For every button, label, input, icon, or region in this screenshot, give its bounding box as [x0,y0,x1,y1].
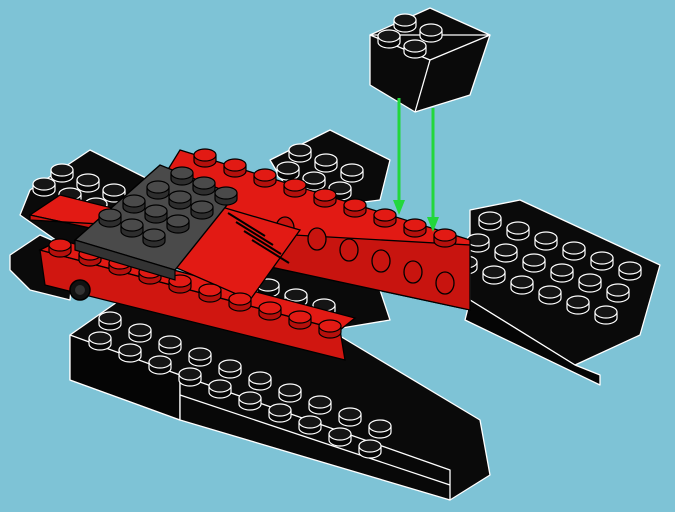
stud-top [199,284,221,296]
stud-top [123,195,145,207]
stud-top [579,274,601,286]
stud-top [103,184,125,196]
stud-top [33,178,55,190]
stud-top [289,144,311,156]
stud-top [119,344,141,356]
stud-top [339,408,361,420]
side-pin-icon [70,280,90,300]
stud-top [171,167,193,179]
new-black-slope-brick [370,8,490,112]
stud-top [99,209,121,221]
stud-top [309,396,331,408]
technic-hole [308,228,326,250]
stud-top [374,209,396,221]
stud-top [143,229,165,241]
stud-top [215,187,237,199]
stud-top [167,215,189,227]
stud-top [329,428,351,440]
stud-top [315,154,337,166]
stud-top [239,392,261,404]
stud-top [147,181,169,193]
green-arrow-left-icon [393,98,405,215]
stud-top [191,201,213,213]
stud-top [551,264,573,276]
stud-top [259,302,281,314]
stud-top [479,212,501,224]
technic-hole [436,272,454,294]
stud-top [254,169,276,181]
technic-hole [404,261,422,283]
stud-top [420,24,442,36]
stud-top [269,404,291,416]
stud-top [89,332,111,344]
technic-hole [340,239,358,261]
stud-top [249,372,271,384]
stud-top [289,311,311,323]
stud-top [129,324,151,336]
stud-top [591,252,613,264]
stud-top [341,164,363,176]
stud-top [285,289,307,301]
stud-top [179,368,201,380]
stud-top [511,276,533,288]
stud-top [535,232,557,244]
stud-top [359,440,381,452]
stud-top [434,229,456,241]
stud-top [595,306,617,318]
stud-top [279,384,301,396]
stud-top [319,320,341,332]
stud-top [563,242,585,254]
stud-top [404,219,426,231]
stud-top [277,162,299,174]
stud-top [344,199,366,211]
stud-top [219,360,241,372]
stud-top [121,219,143,231]
stud-top [483,266,505,278]
stud-top [189,348,211,360]
stud-top [149,356,171,368]
stud-top [404,40,426,52]
stud-top [194,149,216,161]
green-arrow-right-icon [427,108,439,232]
stud-top [169,191,191,203]
stud-top [539,286,561,298]
stud-top [299,416,321,428]
stud-top [507,222,529,234]
stud-top [284,179,306,191]
stud-top [229,293,251,305]
stud-top [51,164,73,176]
right-black-wing [455,200,660,385]
stud-top [523,254,545,266]
stud-top [619,262,641,274]
stud-top [193,177,215,189]
stud-top [159,336,181,348]
stud-top [607,284,629,296]
stud-top [49,239,71,251]
stud-top [145,205,167,217]
stud-top [378,30,400,42]
stud-top [99,312,121,324]
stud-top [567,296,589,308]
stud-top [77,174,99,186]
stud-top [303,172,325,184]
stud-top [209,380,231,392]
stud-top [495,244,517,256]
technic-hole [372,250,390,272]
stud-top [369,420,391,432]
placement-arrows [393,98,439,232]
stud-top [394,14,416,26]
stud-top [224,159,246,171]
stud-top [314,189,336,201]
